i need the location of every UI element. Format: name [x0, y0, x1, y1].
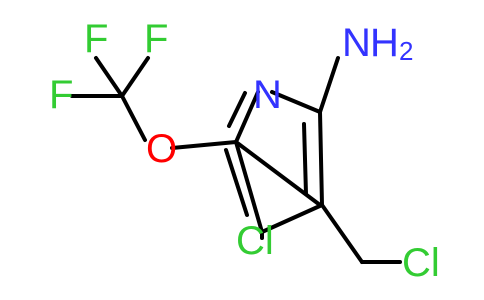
- atom-oxygen: O: [146, 127, 177, 171]
- bond-o-cf3: [120, 94, 147, 142]
- bond-c6-c5: [318, 110, 324, 207]
- bond-c6-nh2: [318, 56, 340, 114]
- bond-c5-c4: [260, 203, 324, 234]
- atom-amine-h: H: [370, 21, 399, 65]
- bond-c4-c3: [234, 140, 264, 234]
- atom-fluorine-top-right: F: [144, 17, 168, 61]
- atom-fluorine-top-left: F: [84, 17, 108, 61]
- atom-amine-n: N: [342, 21, 371, 65]
- bond-c3-o: [170, 140, 238, 150]
- bond-n-c6: [270, 90, 322, 114]
- atom-n-ring: N: [253, 73, 282, 117]
- bond-c2-n: [234, 90, 260, 144]
- atom-label-layer: N N H 2 O F F F Cl Cl: [49, 17, 440, 285]
- bond-c5-ch2: [320, 203, 364, 264]
- atom-amine-h-count: 2: [399, 36, 413, 66]
- bond-cf3-f2: [120, 56, 150, 98]
- atom-chlorine-ring: Cl: [236, 219, 274, 263]
- bond-c6-c5-inner: [302, 122, 308, 196]
- bond-c2-n-inner: [227, 91, 247, 128]
- bond-c4-c3-inner: [224, 148, 249, 217]
- atom-chlorine-chain: Cl: [402, 241, 440, 285]
- bond-layer: [70, 56, 402, 264]
- atom-fluorine-left: F: [49, 73, 73, 117]
- bond-c3-c2: [234, 140, 322, 207]
- bond-cf3-f1: [94, 56, 124, 98]
